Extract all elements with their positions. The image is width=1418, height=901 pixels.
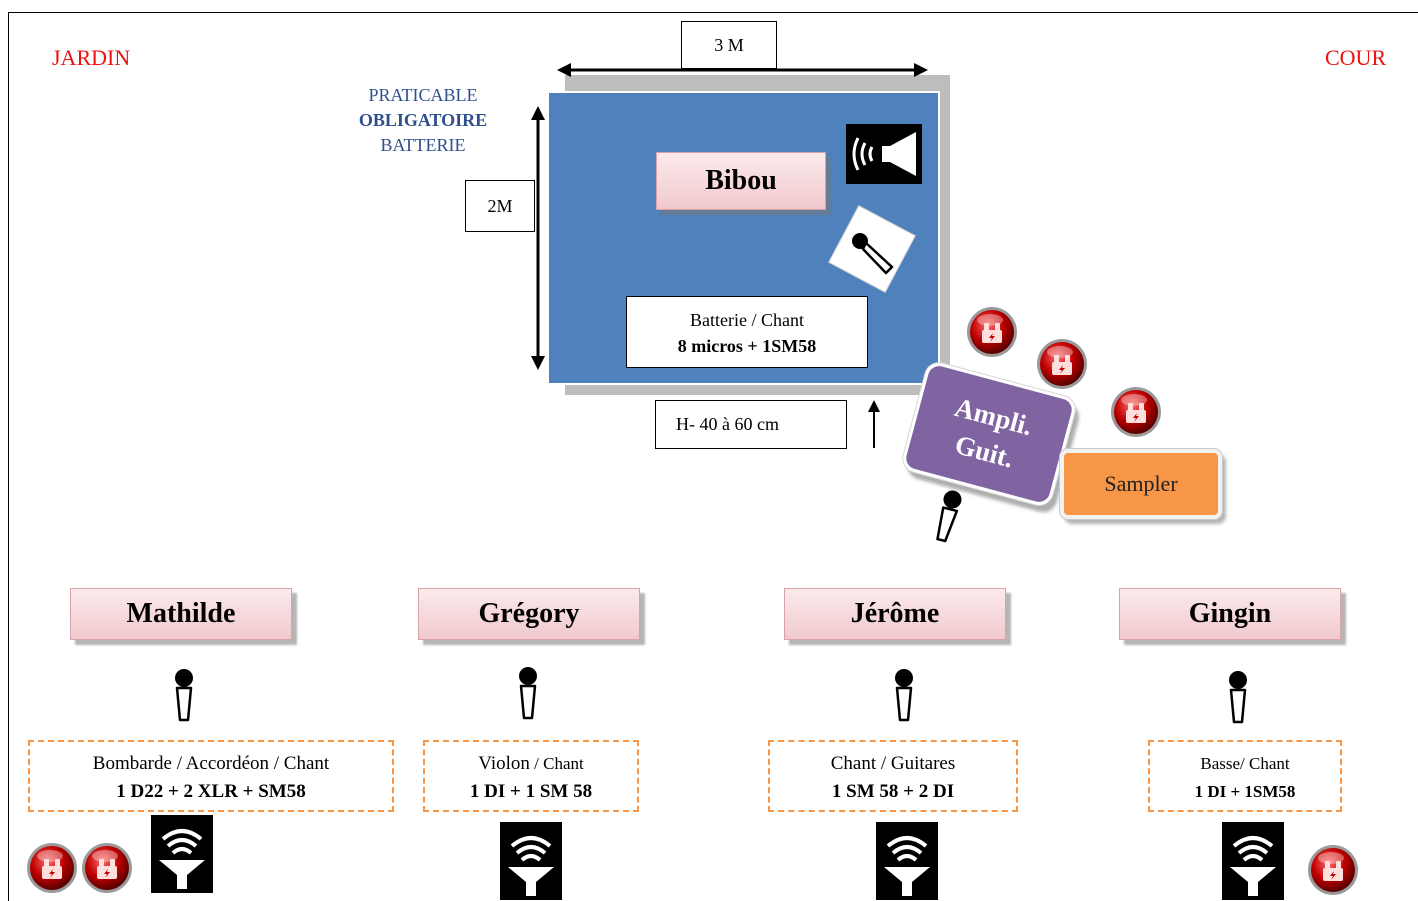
wedge-monitor-icon [500,822,562,900]
drummer-name-card: Bibou [656,152,826,210]
musician-info-box: Chant / Guitares 1 SM 58 + 2 DI [768,740,1018,812]
praticable-line2: OBLIGATOIRE [358,110,488,130]
amp-mic-icon [936,490,962,543]
musician-instrument: Basse/ Chant [1200,754,1290,773]
wedge-monitor-icon [1222,822,1284,900]
drummer-info-box: Batterie / Chant 8 micros + 1SM58 [626,296,868,368]
height-dimension: H- 40 à 60 cm [655,400,847,449]
microphone-icon [516,666,540,720]
microphone-icon [892,668,916,722]
width-dimension: 3 M [681,21,777,69]
microphone-icon [172,668,196,722]
depth-arrow [531,106,545,370]
wedge-monitor-icon [876,822,938,900]
speaker-icon [846,124,922,184]
depth-dimension: 2M [465,180,535,232]
power-outlet-icon [1307,844,1359,896]
musician-name-card: Jérôme [784,588,1006,640]
musician-equipment: 1 DI + 1 SM 58 [469,781,593,802]
side-label-cour: COUR [1325,45,1387,70]
musician-name-card: Grégory [418,588,640,640]
width-arrow [557,63,928,77]
musician-equipment: 1 SM 58 + 2 DI [831,781,955,802]
power-outlet-icon [966,306,1018,358]
sampler-box: Sampler [1060,449,1222,519]
musician-info-box: Bombarde / Accordéon / Chant 1 D22 + 2 X… [28,740,394,812]
musician-name-card: Gingin [1119,588,1341,640]
musician-instrument: Bombarde / Accordéon / Chant [92,753,330,774]
praticable-line1: PRATICABLE [368,85,478,105]
frame-top-border [8,12,1418,13]
side-label-jardin: JARDIN [52,45,131,70]
musician-info-box: Violon / Chant 1 DI + 1 SM 58 [423,740,639,812]
power-outlet-icon [1110,386,1162,438]
height-arrow [868,400,880,448]
musician-equipment: 1 D22 + 2 XLR + SM58 [116,781,306,802]
microphone-icon [1226,670,1250,724]
power-outlet-icon [1036,338,1088,390]
power-outlet-icon [81,842,133,894]
musician-name-card: Mathilde [70,588,292,640]
power-outlet-icon [26,842,78,894]
drummer-instrument: Batterie / Chant [690,310,804,330]
praticable-note: PRATICABLE OBLIGATOIRE BATTERIE [338,83,508,158]
drum-mic-icon [828,205,916,293]
praticable-line3: BATTERIE [380,135,466,155]
musician-instrument: Chant / Guitares [830,753,956,774]
drummer-equipment: 8 micros + 1SM58 [677,336,817,356]
musician-equipment: 1 DI + 1SM58 [1194,782,1296,801]
musician-info-box: Basse/ Chant 1 DI + 1SM58 [1148,740,1342,812]
musician-instrument: Violon / Chant [478,753,584,774]
frame-left-border [8,12,9,901]
wedge-monitor-icon [151,815,213,893]
